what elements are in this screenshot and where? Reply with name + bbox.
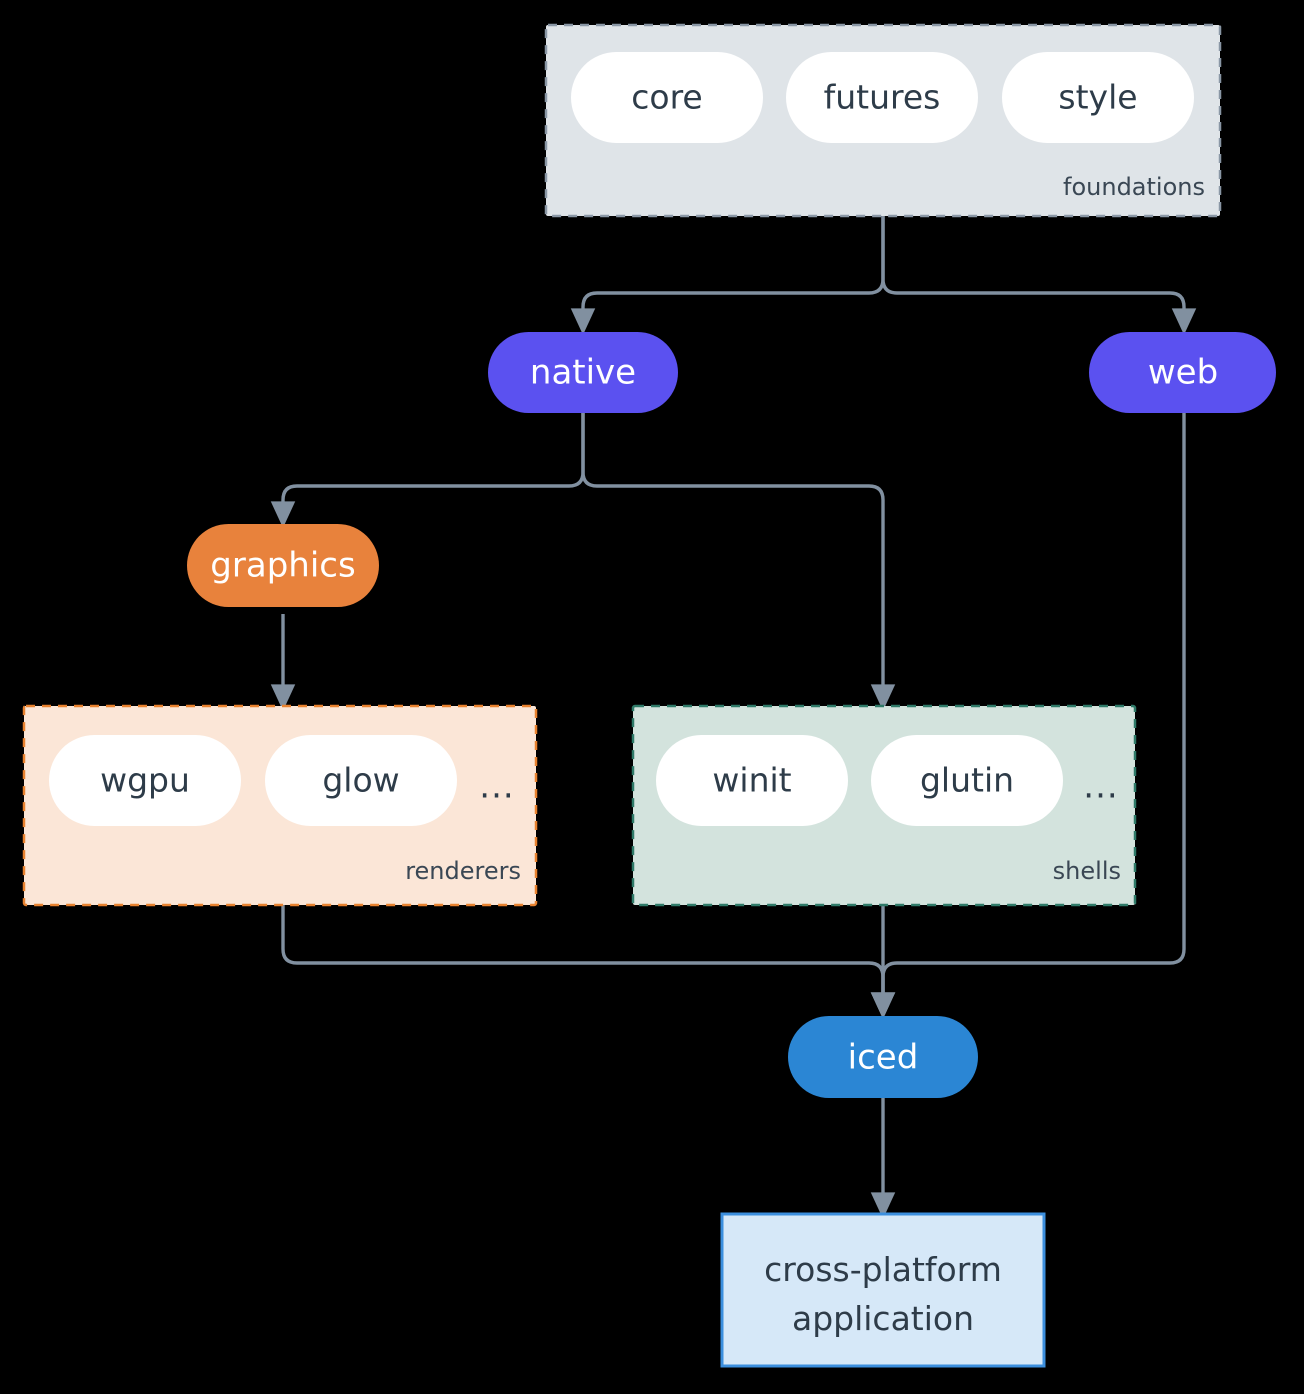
renderers-more-ellipsis: ...: [479, 767, 514, 807]
node-graphics-label: graphics: [210, 546, 355, 586]
node-native-shape: [488, 332, 678, 413]
node-core[interactable]: core: [571, 52, 763, 143]
node-winit[interactable]: winit: [656, 735, 848, 826]
cluster-shells-label: shells: [1053, 857, 1121, 885]
cluster-renderers[interactable]: wgpu glow ... renderers: [22, 704, 538, 907]
shells-more-ellipsis: ...: [1083, 767, 1118, 807]
node-web-shape: [1089, 332, 1276, 413]
node-winit-label: winit: [712, 761, 791, 800]
node-iced[interactable]: iced: [788, 1016, 978, 1098]
node-iced-shape: [788, 1016, 978, 1098]
node-glutin-label: glutin: [920, 761, 1014, 800]
node-futures[interactable]: futures: [786, 52, 978, 143]
node-web-label: web: [1148, 353, 1218, 393]
node-wgpu-shape: [49, 735, 241, 826]
cluster-foundations[interactable]: core futures style foundations: [544, 23, 1222, 218]
node-native[interactable]: native: [488, 332, 678, 413]
node-wgpu-label: wgpu: [100, 761, 190, 800]
node-style[interactable]: style: [1002, 52, 1194, 143]
node-application[interactable]: cross-platform application: [720, 1212, 1046, 1368]
node-futures-label: futures: [824, 78, 941, 117]
node-glow-label: glow: [322, 761, 399, 800]
edge-layer: [270, 216, 1197, 1219]
cluster-renderers-label: renderers: [405, 857, 521, 885]
node-glutin[interactable]: glutin: [871, 735, 1063, 826]
node-core-label: core: [631, 78, 702, 117]
edge-native-to-shells: [581, 413, 896, 711]
node-web[interactable]: web: [1089, 332, 1276, 413]
node-native-label: native: [530, 353, 636, 393]
cluster-foundations-label: foundations: [1063, 173, 1205, 201]
node-glutin-shape: [871, 735, 1063, 826]
node-glow[interactable]: glow: [265, 735, 457, 826]
node-style-shape: [1002, 52, 1194, 143]
node-style-label: style: [1058, 78, 1137, 117]
node-iced-label: iced: [848, 1038, 919, 1078]
node-winit-shape: [656, 735, 848, 826]
node-wgpu[interactable]: wgpu: [49, 735, 241, 826]
node-application-label-line1: cross-platform: [764, 1250, 1002, 1289]
node-core-shape: [571, 52, 763, 143]
node-graphics[interactable]: graphics: [187, 524, 379, 607]
node-graphics-shape: [187, 524, 379, 607]
cluster-shells[interactable]: winit glutin ... shells: [631, 704, 1137, 907]
node-application-shape: [720, 1212, 1046, 1368]
node-futures-shape: [786, 52, 978, 143]
edge-foundations-to-web: [881, 216, 1197, 335]
edge-web-to-iced: [870, 413, 1186, 1019]
node-application-label-line2: application: [792, 1299, 974, 1338]
node-glow-shape: [265, 735, 457, 826]
